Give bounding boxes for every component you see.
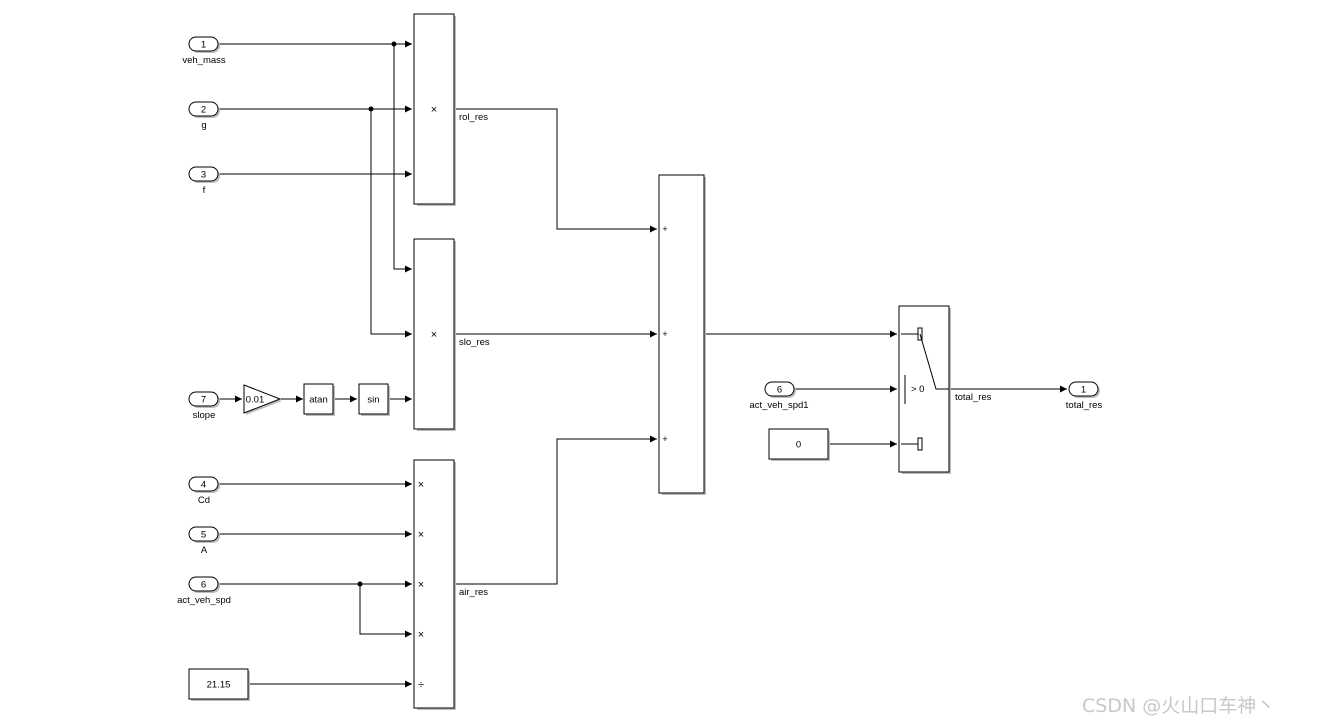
inport-cd[interactable]: 4 Cd — [188, 476, 220, 506]
wire-air-res[interactable] — [455, 435, 657, 585]
signal-label-rol-res: rol_res — [459, 112, 488, 123]
function-label: sin — [367, 395, 379, 406]
inport-label: veh_mass — [182, 55, 226, 66]
switch-block[interactable]: > 0 — [898, 305, 951, 474]
gain-block[interactable]: 0.01 — [243, 384, 282, 415]
switch-icon — [901, 327, 949, 451]
inport-number: 6 — [777, 385, 782, 396]
branch-point — [368, 106, 374, 112]
outport-total-res[interactable]: 1 total_res — [1066, 381, 1103, 411]
product-block-slo-res[interactable]: × — [413, 238, 456, 431]
branch-point — [391, 41, 397, 47]
signal-label-total-res: total_res — [955, 392, 992, 403]
wire-spd-to-air-product-2[interactable] — [359, 584, 412, 638]
inport-f[interactable]: 3 f — [188, 166, 220, 196]
inport-a[interactable]: 5 A — [188, 526, 220, 556]
watermark: CSDN @火山口车神丶 — [1082, 695, 1275, 717]
wire-veh-mass-to-slo-product[interactable] — [393, 44, 412, 273]
inport-label: f — [203, 185, 206, 196]
gain-value: 0.01 — [246, 395, 265, 406]
inport-number: 3 — [201, 170, 206, 181]
inport-number: 2 — [201, 105, 206, 116]
signal-lines — [219, 40, 1067, 688]
plus-sign: + — [662, 329, 667, 339]
multiply-icon: × — [418, 629, 424, 641]
inport-number: 7 — [201, 395, 206, 406]
sum-block[interactable]: + + + — [658, 174, 706, 495]
sin-function-block[interactable]: sin — [358, 383, 390, 416]
multiply-icon: × — [431, 104, 437, 116]
multiply-icon: × — [418, 529, 424, 541]
inport-act-veh-spd1[interactable]: 6 act_veh_spd1 — [749, 381, 809, 411]
wire-rol-res[interactable] — [455, 108, 657, 233]
multiply-icon: × — [418, 479, 424, 491]
inport-label: g — [201, 120, 206, 131]
wire-g-to-slo-product[interactable] — [370, 109, 412, 338]
inport-label: act_veh_spd — [177, 595, 231, 606]
product-block-rol-res[interactable]: × — [413, 13, 456, 206]
inport-number: 5 — [201, 530, 206, 541]
inport-label: Cd — [198, 495, 210, 506]
divide-icon: ÷ — [418, 679, 424, 691]
switch-threshold: > 0 — [911, 384, 924, 395]
signal-label-air-res: air_res — [459, 587, 488, 598]
inport-number: 4 — [201, 480, 206, 491]
branch-point — [357, 581, 363, 587]
constant-value: 0 — [796, 440, 801, 451]
multiply-icon: × — [431, 329, 437, 341]
constant-block-zero[interactable]: 0 — [768, 428, 830, 461]
function-label: atan — [309, 395, 328, 406]
constant-value: 21.15 — [207, 680, 231, 691]
inport-number: 6 — [201, 580, 206, 591]
inport-veh-mass[interactable]: 1 veh_mass — [182, 36, 226, 66]
inport-number: 1 — [201, 40, 206, 51]
inport-slope[interactable]: 7 slope — [188, 391, 220, 421]
inport-label: slope — [193, 410, 216, 421]
inport-label: act_veh_spd1 — [749, 400, 808, 411]
inport-act-veh-spd[interactable]: 6 act_veh_spd — [177, 576, 231, 606]
outport-number: 1 — [1081, 385, 1086, 396]
inport-g[interactable]: 2 g — [188, 101, 220, 131]
multiply-icon: × — [418, 579, 424, 591]
plus-sign: + — [662, 434, 667, 444]
product-block-air-res[interactable]: × × × × ÷ — [413, 459, 456, 710]
inport-label: A — [201, 545, 208, 556]
plus-sign: + — [662, 224, 667, 234]
atan-function-block[interactable]: atan — [303, 383, 335, 416]
outport-label: total_res — [1066, 400, 1103, 411]
signal-label-slo-res: slo_res — [459, 337, 490, 348]
constant-block-21-15[interactable]: 21.15 — [188, 668, 250, 701]
signal-labels: rol_res slo_res air_res total_res — [459, 112, 992, 598]
